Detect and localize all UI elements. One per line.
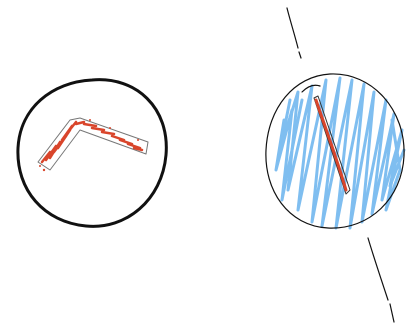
bottom-line — [368, 238, 388, 300]
top-line — [287, 8, 298, 48]
bottom-line-tick — [390, 304, 394, 322]
bent-stroke-dots — [39, 119, 139, 171]
left-figure — [18, 80, 166, 227]
top-line-tick — [299, 52, 301, 58]
bent-stroke-hatch — [42, 122, 142, 162]
right-figure — [266, 8, 404, 322]
blue-scribble-fill — [276, 78, 404, 228]
